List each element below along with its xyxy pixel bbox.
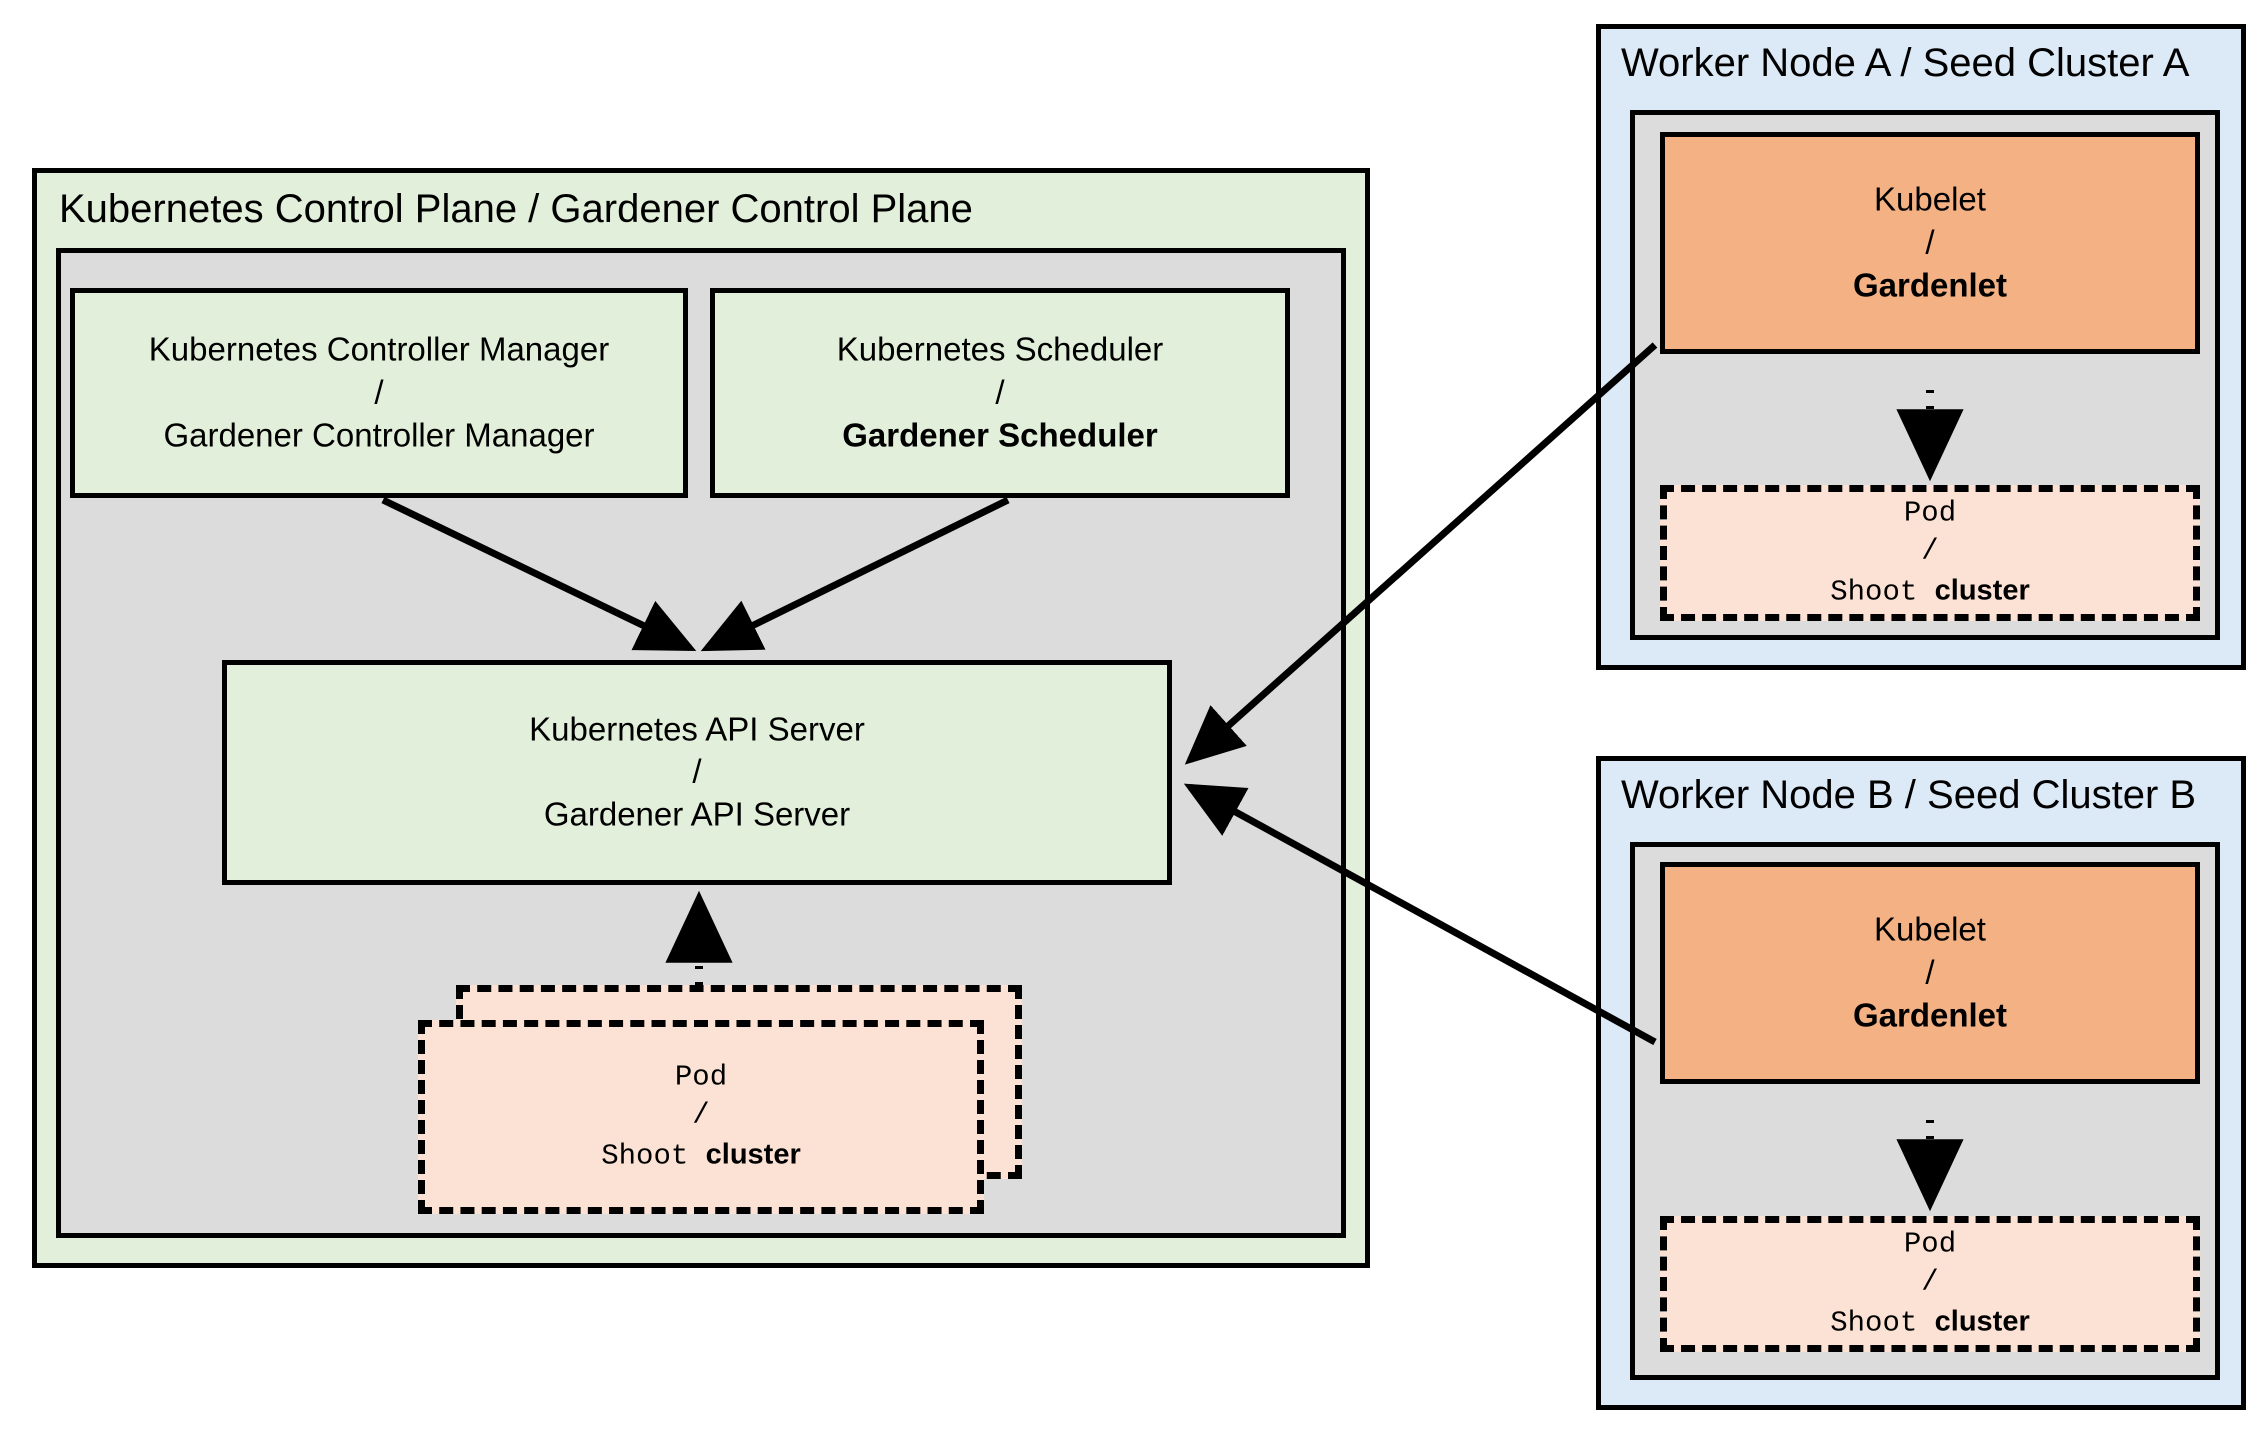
worker-node-b-title: Worker Node B / Seed Cluster B: [1621, 773, 2197, 817]
api-server-line1: Kubernetes API Server: [529, 710, 865, 748]
api-server-label: Kubernetes API Server / Gardener API Ser…: [227, 708, 1167, 837]
pod-b-line2: Shoot cluster: [1667, 1302, 2193, 1342]
control-plane-pod-cluster: cluster: [705, 1138, 801, 1171]
scheduler-separator: /: [995, 373, 1005, 411]
kubelet-a-separator: /: [1925, 223, 1935, 261]
scheduler-line2: Gardener Scheduler: [842, 416, 1158, 454]
kubelet-b-label: Kubelet / Gardenlet: [1665, 909, 2195, 1038]
pod-b-shoot: Shoot: [1830, 1306, 1935, 1340]
pod-b-label: Pod / Shoot cluster: [1667, 1226, 2193, 1343]
pod-a-box[interactable]: Pod / Shoot cluster: [1660, 485, 2200, 621]
pod-a-separator: /: [1921, 534, 1939, 568]
controller-manager-box[interactable]: Kubernetes Controller Manager / Gardener…: [70, 288, 688, 498]
pod-a-line2: Shoot cluster: [1667, 571, 2193, 611]
kubelet-a-line2: Gardenlet: [1852, 266, 2008, 304]
kubelet-b-separator: /: [1925, 953, 1935, 991]
scheduler-box[interactable]: Kubernetes Scheduler / Gardener Schedule…: [710, 288, 1290, 498]
pod-a-cluster: cluster: [1934, 574, 2030, 607]
api-server-line2: Gardener API Server: [543, 795, 851, 833]
pod-b-box[interactable]: Pod / Shoot cluster: [1660, 1216, 2200, 1352]
pod-a-line1: Pod: [1903, 496, 1957, 530]
pod-a-shoot: Shoot: [1830, 575, 1935, 609]
kubelet-a-line1: Kubelet: [1874, 180, 1986, 218]
pod-a-label: Pod / Shoot cluster: [1667, 495, 2193, 612]
control-plane-pod-stack: Pod / Shoot cluster: [418, 985, 1022, 1214]
pod-b-line1: Pod: [1903, 1227, 1957, 1261]
worker-node-a-title: Worker Node A / Seed Cluster A: [1621, 41, 2190, 85]
controller-manager-line2: Gardener Controller Manager: [163, 416, 595, 454]
api-server-box[interactable]: Kubernetes API Server / Gardener API Ser…: [222, 660, 1172, 885]
kubelet-b-line1: Kubelet: [1874, 910, 1986, 948]
controller-manager-line1: Kubernetes Controller Manager: [148, 330, 610, 368]
pod-b-separator: /: [1921, 1265, 1939, 1299]
control-plane-title: Kubernetes Control Plane / Gardener Cont…: [59, 187, 973, 231]
control-plane-pod-separator: /: [692, 1098, 710, 1132]
control-plane-pod-shoot: Shoot: [601, 1139, 706, 1173]
control-plane-pod-label: Pod / Shoot cluster: [425, 1059, 977, 1176]
control-plane-pod[interactable]: Pod / Shoot cluster: [418, 1020, 984, 1214]
scheduler-line1: Kubernetes Scheduler: [836, 330, 1164, 368]
api-server-separator: /: [692, 753, 702, 791]
controller-manager-label: Kubernetes Controller Manager / Gardener…: [75, 329, 683, 458]
pod-b-cluster: cluster: [1934, 1305, 2030, 1338]
control-plane-pod-line1: Pod: [674, 1060, 728, 1094]
kubelet-a-box[interactable]: Kubelet / Gardenlet: [1660, 132, 2200, 354]
controller-manager-separator: /: [374, 373, 384, 411]
kubelet-b-box[interactable]: Kubelet / Gardenlet: [1660, 862, 2200, 1084]
scheduler-label: Kubernetes Scheduler / Gardener Schedule…: [715, 329, 1285, 458]
kubelet-a-label: Kubelet / Gardenlet: [1665, 179, 2195, 308]
control-plane-pod-line2: Shoot cluster: [425, 1135, 977, 1175]
kubelet-b-line2: Gardenlet: [1852, 996, 2008, 1034]
